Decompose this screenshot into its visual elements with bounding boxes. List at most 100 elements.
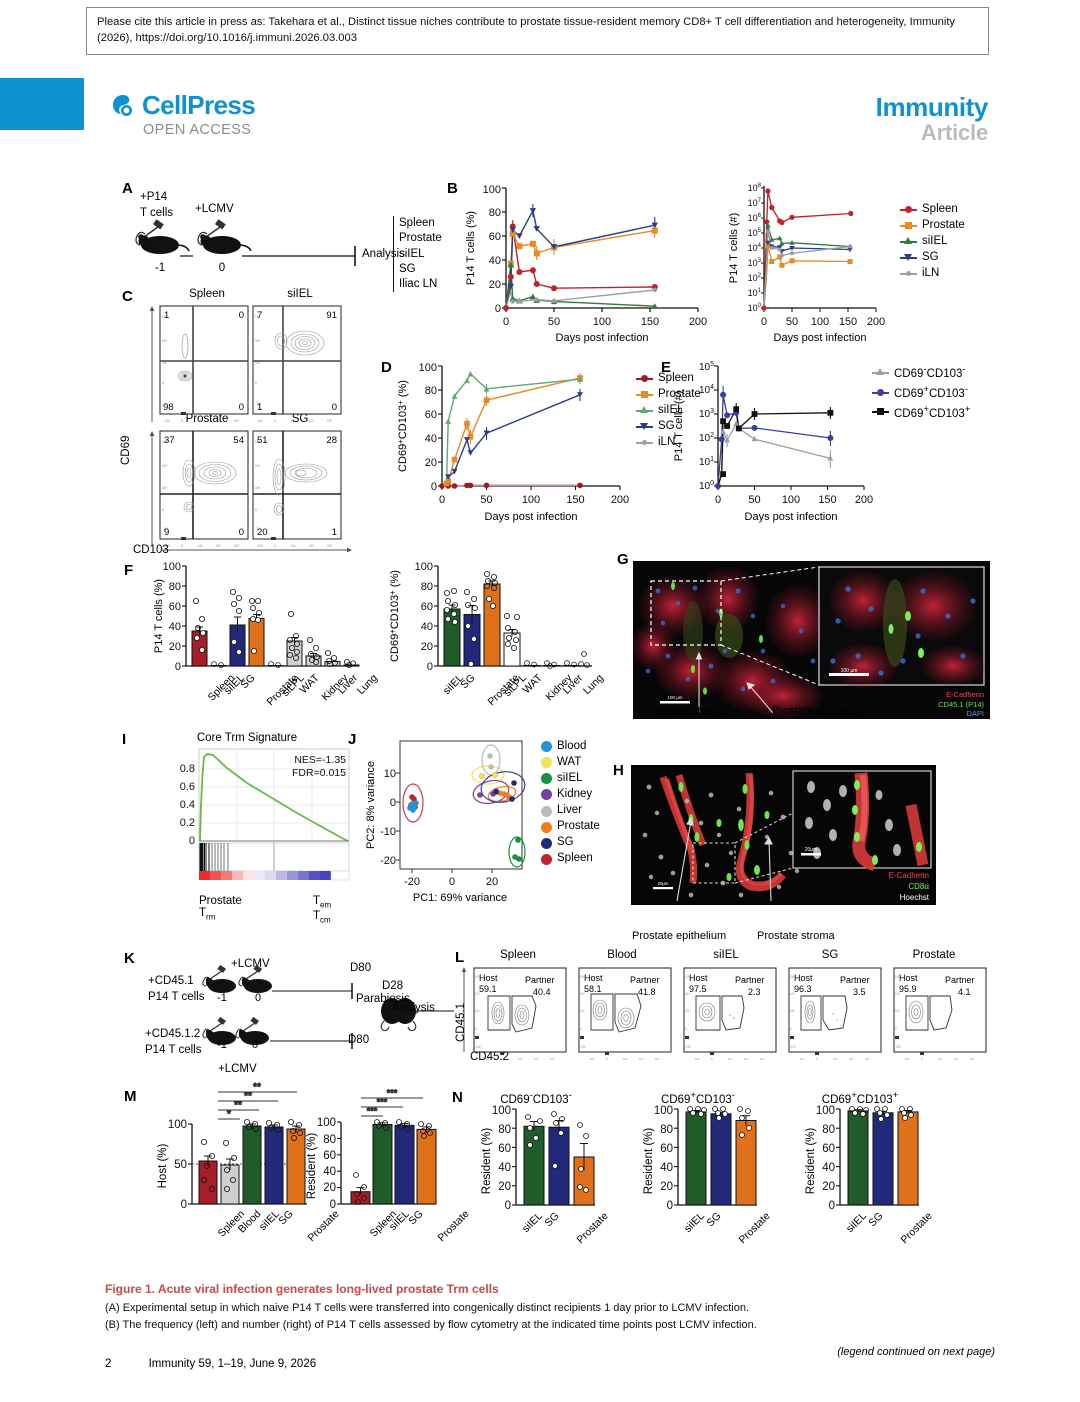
svg-text:-10³: -10³ [162, 527, 169, 531]
journal-branding: Immunity Article [876, 92, 989, 146]
cellpress-mark-icon [113, 94, 132, 116]
svg-text:0.8: 0.8 [180, 763, 195, 775]
svg-text:100: 100 [699, 480, 714, 492]
svg-text:102: 102 [699, 432, 714, 444]
panel-label-j: J [348, 731, 357, 748]
svg-text:10⁴: 10⁴ [162, 339, 168, 343]
svg-text:10: 10 [384, 768, 396, 780]
svg-text:Partner: Partner [525, 975, 555, 985]
svg-text:10³: 10³ [518, 1057, 522, 1061]
svg-text:P14 T cells (%): P14 T cells (%) [153, 579, 165, 653]
b-left-xlabel: Days post infection [556, 332, 649, 344]
panel-k-parabiosis-label: Parabiosis [356, 993, 410, 1005]
panel-l-xlabel: CD45.2 [470, 1051, 509, 1063]
legend-e-marker-dp [872, 408, 889, 416]
svg-text:50: 50 [174, 1159, 187, 1171]
panel-j-xlabel: PC1: 69% variance [413, 892, 507, 904]
svg-text:50: 50 [480, 494, 492, 506]
panel-k-d28: D28 [382, 980, 404, 992]
b-left-ytick-40: 40 [489, 255, 501, 267]
svg-text:10³: 10³ [255, 361, 261, 365]
panel-i-left-label: Prostate Trm [199, 895, 242, 922]
panel-h-annot-left: Prostate epithelium [632, 930, 727, 942]
svg-text:100: 100 [492, 1105, 511, 1117]
legend-j-siiel: siIEL [541, 772, 600, 786]
panel-g-marker-cd45: CD45.1 (P14) [938, 700, 984, 709]
svg-text:60: 60 [425, 409, 437, 421]
legend-j-dot-siiel [541, 773, 552, 785]
panel-h-marker-ecadherin: E-Cadherin [889, 871, 929, 880]
legend-d-siiel: siIEL [636, 404, 701, 418]
panel-c-title-siiel: siIEL [287, 288, 313, 300]
panel-l-title-siiel: siIEL [713, 949, 739, 961]
panel-a-analysis-label: Analysis [362, 248, 405, 260]
b-left-xtick-200: 200 [689, 316, 707, 328]
svg-text:10⁴: 10⁴ [162, 464, 168, 468]
svg-text:0: 0 [189, 835, 195, 847]
svg-text:54: 54 [233, 435, 244, 446]
svg-text:***: *** [367, 1106, 378, 1116]
svg-text:106: 106 [748, 213, 762, 223]
svg-text:-1: -1 [217, 1039, 227, 1051]
svg-text:100: 100 [816, 1105, 835, 1117]
svg-text:10⁴: 10⁴ [954, 1057, 959, 1061]
svg-text:Partner: Partner [840, 975, 870, 985]
panel-l-title-blood: Blood [607, 949, 637, 961]
svg-text:0: 0 [667, 1200, 673, 1212]
svg-text:10⁴: 10⁴ [685, 992, 691, 996]
svg-text:100: 100 [415, 561, 433, 573]
legend-marker-prostate [900, 221, 917, 229]
svg-text:10³: 10³ [162, 486, 168, 490]
svg-text:10⁴: 10⁴ [744, 1057, 749, 1061]
panel-i-fdr: FDR=0.015 [292, 767, 346, 779]
svg-text:103: 103 [748, 258, 762, 268]
svg-text:***: *** [377, 1097, 388, 1107]
svg-text:-10³: -10³ [589, 1057, 594, 1061]
svg-text:58.1: 58.1 [584, 984, 602, 994]
panel-g-scalebar-label: 100 µm [667, 695, 682, 700]
svg-text:100: 100 [811, 316, 829, 328]
svg-text:-20: -20 [380, 855, 396, 867]
svg-text:9: 9 [164, 527, 169, 538]
svg-text:98: 98 [163, 402, 174, 413]
svg-text:*: * [227, 1109, 231, 1120]
svg-text:Host (%): Host (%) [157, 1143, 169, 1188]
svg-text:10⁵: 10⁵ [327, 419, 333, 423]
svg-text:150: 150 [818, 494, 836, 506]
svg-text:28: 28 [326, 435, 337, 446]
svg-text:10⁴: 10⁴ [580, 992, 586, 996]
legend-d-prostate: Prostate [636, 388, 701, 402]
svg-text:10⁵: 10⁵ [550, 1057, 555, 1061]
svg-text:107: 107 [748, 198, 762, 208]
svg-text:-10³: -10³ [164, 544, 170, 548]
svg-text:0: 0 [390, 797, 396, 809]
svg-text:59.1: 59.1 [479, 984, 497, 994]
svg-text:10⁴: 10⁴ [849, 1057, 854, 1061]
svg-text:10⁴: 10⁴ [309, 544, 315, 548]
svg-text:10⁴: 10⁴ [216, 419, 222, 423]
svg-text:40: 40 [822, 1162, 835, 1174]
svg-text:0: 0 [895, 1027, 897, 1031]
svg-text:10³: 10³ [291, 419, 296, 423]
panel-g-inset-scalebar-label: 100 µm [841, 668, 858, 674]
svg-text:101: 101 [748, 288, 762, 298]
legend-j-dot-sg [541, 837, 552, 849]
svg-text:0: 0 [330, 1199, 336, 1211]
panel-k-lcmv-top: +LCMV [231, 958, 270, 970]
journal-reference: Immunity 59, 1–19, June 9, 2026 [148, 1358, 317, 1370]
svg-text:100: 100 [163, 561, 181, 573]
panel-label-a: A [122, 180, 133, 197]
legend-j-spleen: Spleen [541, 852, 600, 866]
svg-text:10⁵: 10⁵ [865, 1057, 870, 1061]
svg-text:10³: 10³ [685, 1009, 690, 1013]
svg-text:200: 200 [867, 316, 885, 328]
svg-text:-10³: -10³ [895, 1045, 901, 1049]
b-right-xlabel: Days post infection [774, 332, 867, 344]
svg-text:0: 0 [427, 661, 433, 673]
